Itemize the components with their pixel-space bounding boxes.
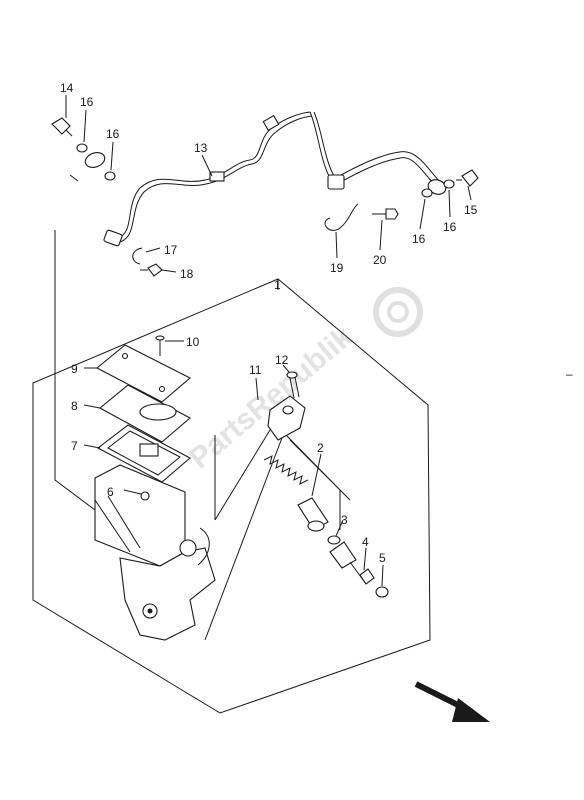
callout-9: 9 bbox=[71, 362, 78, 376]
screw-hole bbox=[121, 352, 129, 360]
callout-3: 3 bbox=[341, 513, 348, 527]
spring bbox=[263, 455, 309, 485]
callout-5: 5 bbox=[379, 551, 386, 565]
side-mark: – bbox=[566, 367, 573, 381]
bolt-18 bbox=[140, 263, 163, 277]
bolt-20 bbox=[372, 208, 399, 220]
piston-2 bbox=[297, 497, 329, 532]
callout-13: 13 bbox=[194, 141, 208, 155]
part-2-leader bbox=[282, 431, 351, 530]
boot bbox=[329, 541, 357, 569]
callout-14: 14 bbox=[60, 81, 74, 95]
washer-16b bbox=[104, 171, 116, 181]
watermark-gear-icon bbox=[373, 287, 423, 337]
pushrod-leader bbox=[204, 429, 286, 641]
callout-16-a: 16 bbox=[80, 95, 94, 109]
washer-16d bbox=[443, 179, 455, 189]
screw-hole-2 bbox=[158, 385, 166, 393]
watermark: PartsRepublik bbox=[183, 287, 423, 475]
watermark-text: PartsRepublik bbox=[183, 320, 359, 475]
circlip-3 bbox=[327, 535, 341, 545]
callout-2: 2 bbox=[317, 441, 324, 455]
callout-7: 7 bbox=[71, 439, 78, 453]
push-rod-4 bbox=[349, 561, 375, 585]
diaphragm-ring bbox=[139, 403, 177, 421]
direction-arrow-icon bbox=[414, 681, 490, 722]
callout-20: 20 bbox=[373, 253, 387, 267]
banjo-bolt-left bbox=[51, 117, 73, 137]
callout-16-c: 16 bbox=[412, 232, 426, 246]
banjo-bolt-right bbox=[456, 169, 479, 187]
callout-1: 1 bbox=[274, 278, 281, 292]
callout-17: 17 bbox=[164, 243, 178, 257]
callout-11: 11 bbox=[249, 363, 262, 377]
cap-5 bbox=[375, 586, 389, 598]
clamp-19 bbox=[324, 203, 359, 231]
callout-6: 6 bbox=[107, 485, 114, 499]
diaphragm-boss bbox=[139, 443, 159, 457]
washer-16c bbox=[421, 188, 433, 198]
callout-12: 12 bbox=[275, 353, 289, 367]
washer-16a bbox=[76, 143, 88, 153]
callout-18: 18 bbox=[180, 267, 194, 281]
pivot-block-11 bbox=[267, 395, 306, 441]
assembly-outline bbox=[32, 278, 431, 714]
callout-19: 19 bbox=[330, 261, 344, 275]
screw-6 bbox=[123, 489, 150, 501]
callout-10: 10 bbox=[186, 335, 200, 349]
callout-labels: 14 16 16 13 17 18 19 20 16 16 15 1 10 9 … bbox=[60, 81, 573, 565]
clip-17 bbox=[132, 247, 143, 265]
callout-15: 15 bbox=[464, 203, 478, 217]
callout-16-d: 16 bbox=[443, 220, 457, 234]
callout-leaders bbox=[65, 95, 472, 587]
master-cylinder-body bbox=[94, 464, 216, 641]
callout-8: 8 bbox=[71, 399, 78, 413]
callout-16-b: 16 bbox=[106, 127, 120, 141]
diaphragm-inner bbox=[107, 430, 181, 476]
bolt-12 bbox=[286, 371, 300, 399]
reservoir-cover-9 bbox=[96, 344, 191, 403]
screw-10 bbox=[155, 335, 165, 356]
callout-4: 4 bbox=[362, 535, 369, 549]
hose-assembly bbox=[62, 111, 447, 252]
